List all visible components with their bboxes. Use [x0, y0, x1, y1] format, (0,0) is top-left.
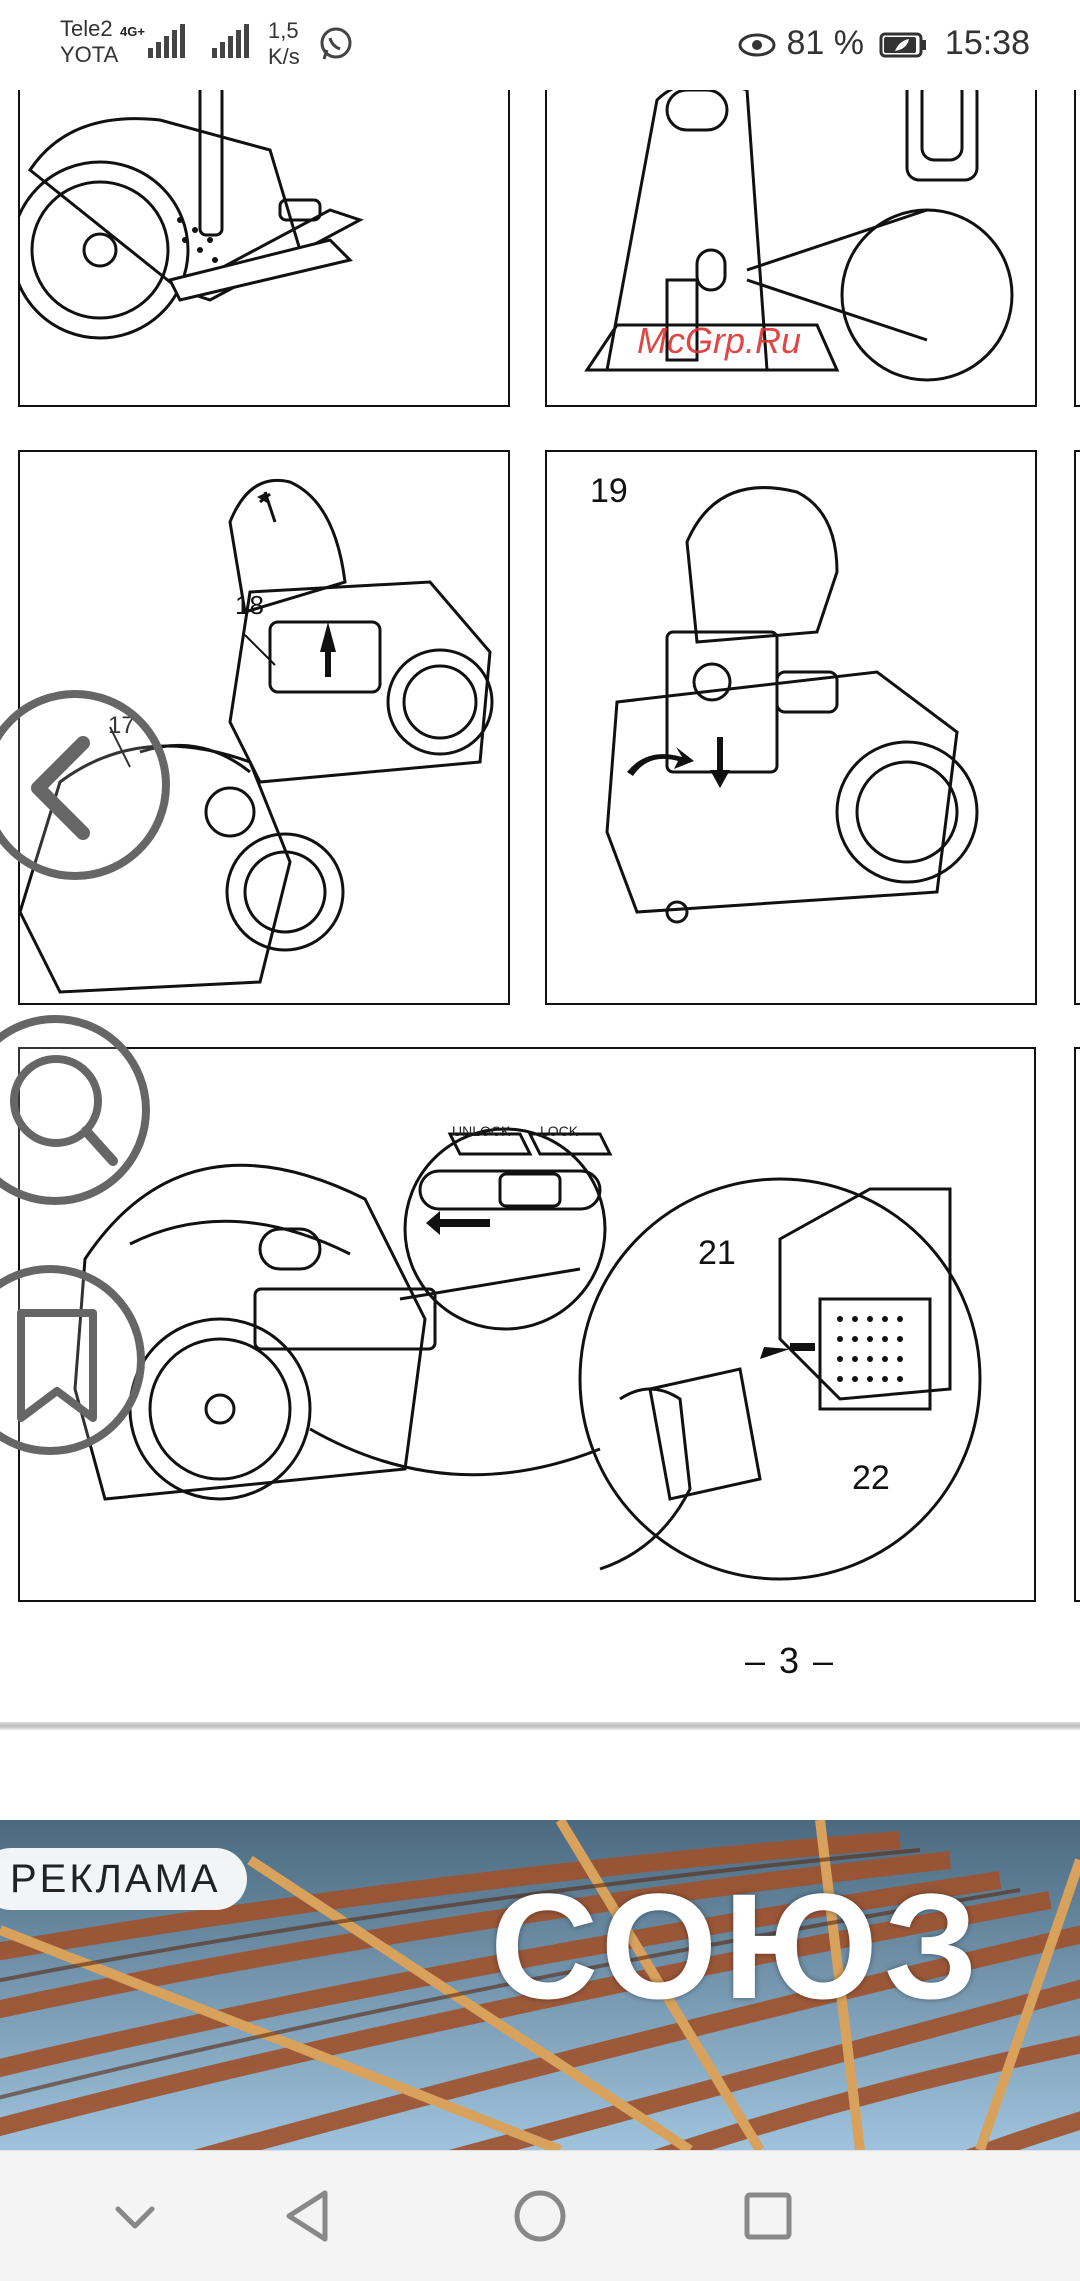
next-page-edge-3	[1074, 1047, 1080, 1602]
next-page-edge	[1074, 90, 1080, 407]
ad-banner[interactable]: СОЮЗ РЕКЛАМА	[0, 1820, 1080, 2150]
nav-home-button[interactable]	[505, 2181, 575, 2251]
vacuum-dust-bag-illustration	[605, 486, 979, 924]
page-divider	[0, 1722, 1080, 1730]
ad-logo: СОЮЗ	[490, 1862, 984, 2030]
bookmark-button[interactable]	[0, 1265, 145, 1455]
network-type: 4G+	[120, 24, 145, 39]
signal-icon	[148, 24, 185, 58]
whatsapp-icon	[320, 27, 352, 60]
next-page-edge-2	[1074, 450, 1080, 1005]
unlock-label: UNLOCK	[452, 1123, 511, 1139]
figure-panel-top-left	[18, 90, 510, 407]
carrier-1: Tele2	[60, 16, 113, 41]
back-button[interactable]	[0, 690, 170, 880]
ad-label-badge: РЕКЛАМА	[0, 1848, 247, 1910]
battery-percent: 81 %	[786, 24, 865, 62]
figure-19-label: 19	[590, 472, 628, 510]
clock: 15:38	[944, 24, 1030, 62]
vacuum-filter-illustration	[73, 1127, 982, 1581]
carrier-2: YOTA	[60, 42, 119, 67]
navigation-bar	[0, 2150, 1080, 2281]
search-icon	[10, 1055, 118, 1166]
back-chevron-icon	[31, 736, 90, 840]
status-bar: Tele2 YOTA 4G+ 1,5 K/s 81 % 15:38	[0, 0, 1080, 90]
battery-icon	[879, 32, 927, 58]
signal-icon-2	[212, 24, 249, 58]
search-button[interactable]	[0, 1015, 150, 1205]
watermark: McGrp.Ru	[637, 320, 802, 361]
nav-hide-button[interactable]	[100, 2181, 170, 2251]
carrier-info: Tele2 YOTA	[60, 16, 118, 68]
vacuum-front-illustration	[20, 90, 364, 340]
nav-recents-button[interactable]	[733, 2181, 803, 2251]
bookmark-icon	[17, 1309, 97, 1422]
figure-18-label: 18	[235, 590, 264, 620]
document-page[interactable]: McGrp.Ru 18 1	[0, 90, 1080, 1730]
figure-panel-19: 19	[545, 450, 1037, 1005]
speed-value: 1,5	[268, 18, 299, 43]
status-right: 81 % 15:38	[737, 24, 1030, 63]
figure-22-label: 22	[852, 1459, 890, 1497]
data-speed: 1,5 K/s	[268, 18, 300, 70]
vacuum-upright-illustration	[584, 90, 1014, 382]
figure-panel-21-22: UNLOCK LOCK 21 22	[18, 1047, 1036, 1602]
nav-back-button[interactable]	[275, 2181, 345, 2251]
speed-unit: K/s	[268, 44, 300, 69]
lock-label: LOCK	[540, 1123, 579, 1139]
page-number: – 3 –	[745, 1640, 836, 1681]
figure-panel-top-right: McGrp.Ru	[545, 90, 1037, 407]
eye-comfort-icon	[738, 33, 776, 57]
figure-21-label: 21	[698, 1234, 736, 1272]
